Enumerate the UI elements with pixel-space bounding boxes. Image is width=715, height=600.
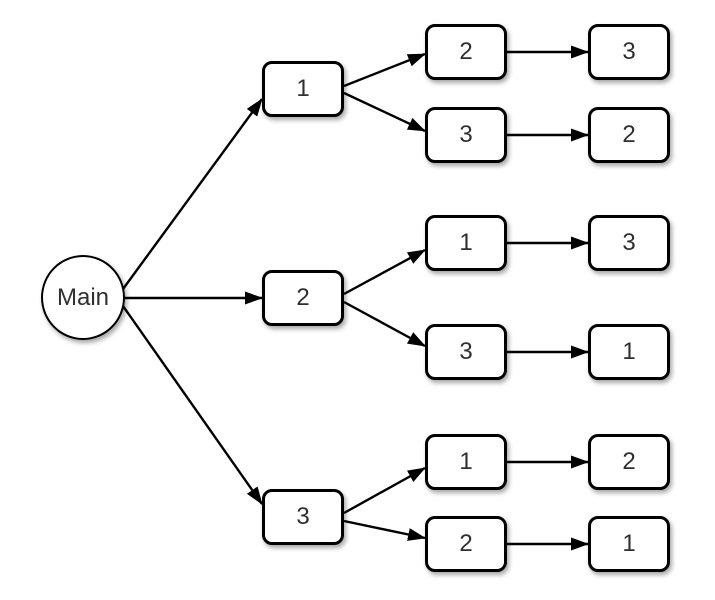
- node-label: 3: [622, 38, 636, 65]
- edge-main-to-3: [122, 305, 263, 505]
- node-level3-branch2-leaf2: 1: [588, 324, 670, 380]
- node-label: 3: [296, 503, 310, 530]
- node-level1-branch3: 3: [262, 489, 344, 545]
- node-label: 2: [459, 38, 473, 65]
- edge-3-to-1: [343, 466, 426, 515]
- edge-3-to-2: [343, 519, 426, 541]
- node-label: 3: [459, 338, 473, 365]
- node-level3-branch1-leaf2: 2: [588, 107, 670, 163]
- node-label: 1: [459, 448, 473, 475]
- node-label: 2: [459, 530, 473, 557]
- node-label: 2: [296, 284, 310, 311]
- node-level3-branch3-leaf2: 1: [588, 516, 670, 572]
- node-level3-branch1-leaf1: 3: [588, 24, 670, 80]
- node-label: 1: [622, 338, 636, 365]
- node-root-main: Main: [41, 255, 125, 340]
- edge-1-to-3: [343, 91, 426, 133]
- edge-main-to-1: [122, 98, 263, 290]
- edge-1-to-2: [343, 52, 426, 88]
- node-label: 1: [296, 75, 310, 102]
- node-label: 3: [622, 229, 636, 256]
- node-level2-branch3-child1: 1: [425, 434, 507, 490]
- edge-2-to-1: [343, 248, 426, 296]
- node-level2-branch2-child2: 3: [425, 324, 507, 380]
- node-level2-branch1-child1: 2: [425, 24, 507, 80]
- node-label: 2: [622, 121, 636, 148]
- edge-2-to-3: [343, 300, 426, 348]
- node-level2-branch2-child1: 1: [425, 215, 507, 271]
- node-level3-branch3-leaf1: 2: [588, 434, 670, 490]
- node-label: 3: [459, 121, 473, 148]
- node-level1-branch1: 1: [262, 61, 344, 117]
- node-label: 1: [459, 229, 473, 256]
- node-label: Main: [56, 283, 110, 311]
- node-label: 1: [622, 530, 636, 557]
- node-level3-branch2-leaf1: 3: [588, 215, 670, 271]
- node-level2-branch3-child2: 2: [425, 516, 507, 572]
- node-level2-branch1-child2: 3: [425, 107, 507, 163]
- node-label: 2: [622, 448, 636, 475]
- node-level1-branch2: 2: [262, 270, 344, 326]
